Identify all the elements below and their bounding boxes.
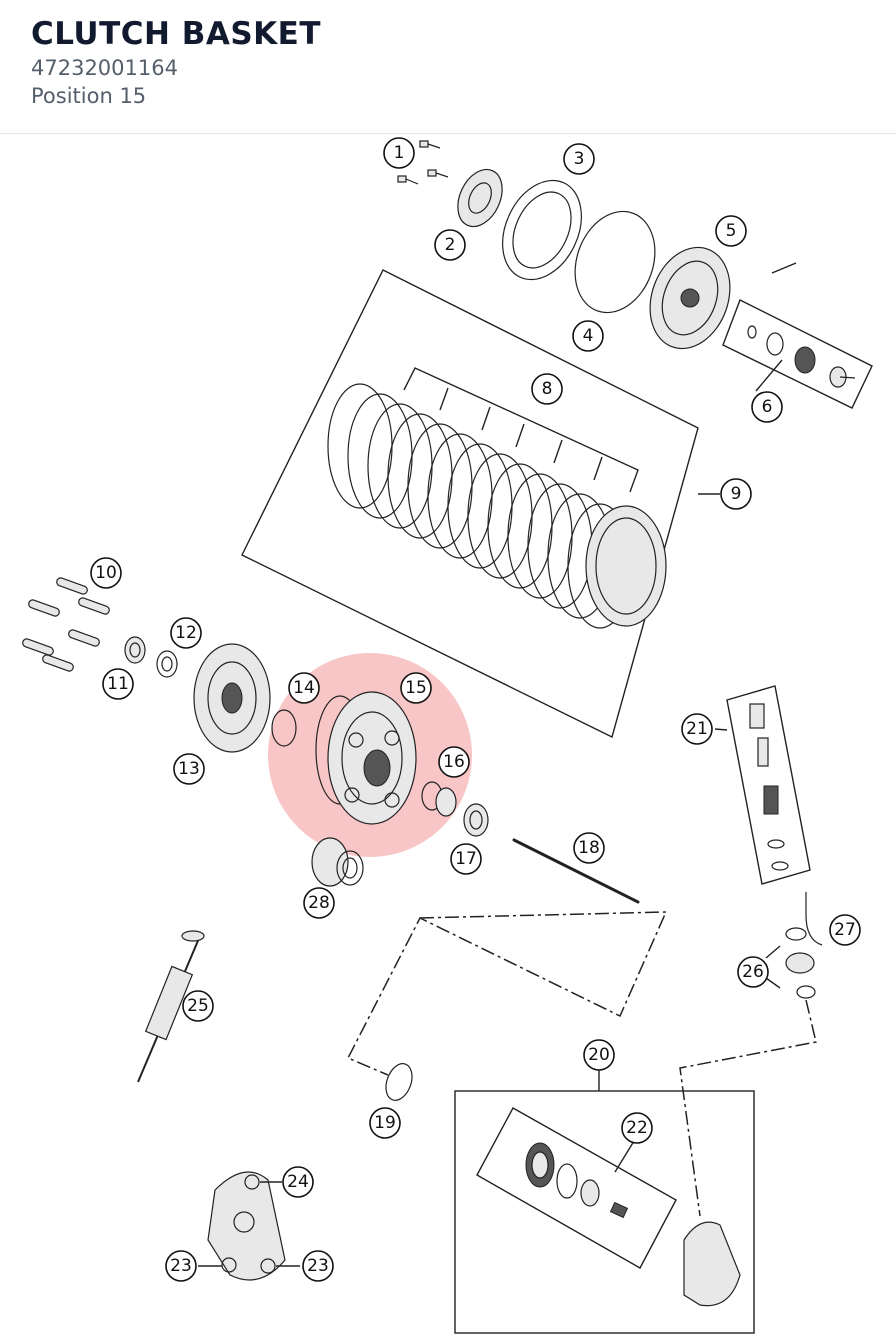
svg-text:14: 14 [293, 678, 315, 698]
part-clutch-basket[interactable] [315, 691, 417, 825]
callout-26[interactable]: 26 [737, 956, 769, 988]
svg-text:6: 6 [762, 397, 773, 417]
exploded-diagram: 1 2 3 4 5 6 8 9 10 11 12 13 14 15 16 17 … [0, 134, 896, 1335]
callout-14[interactable]: 14 [288, 672, 320, 704]
part-banjo-fitting[interactable] [785, 892, 823, 999]
callout-16[interactable]: 16 [438, 746, 470, 778]
svg-text:10: 10 [95, 563, 117, 583]
svg-text:21: 21 [686, 719, 708, 739]
svg-text:22: 22 [626, 1118, 648, 1138]
callout-21[interactable]: 21 [681, 713, 713, 745]
part-slave-cylinder[interactable] [454, 1066, 755, 1334]
part-thrust-washer[interactable] [271, 709, 297, 747]
part-primary-gear[interactable] [311, 837, 364, 887]
callout-13[interactable]: 13 [173, 753, 205, 785]
part-number: 47232001164 [31, 56, 178, 80]
svg-text:17: 17 [455, 849, 477, 869]
part-syringe[interactable] [137, 930, 205, 1083]
svg-text:25: 25 [187, 996, 209, 1016]
svg-text:11: 11 [107, 674, 129, 694]
part-lock-washer[interactable] [156, 650, 178, 678]
callout-23-left[interactable]: 23 [165, 1250, 197, 1282]
svg-text:2: 2 [445, 235, 456, 255]
part-needle-bushing[interactable] [421, 781, 457, 817]
part-bearing-kit[interactable] [722, 299, 873, 409]
part-cover[interactable] [207, 1171, 286, 1281]
part-bushing[interactable] [463, 803, 489, 837]
svg-text:19: 19 [374, 1113, 396, 1133]
callout-17[interactable]: 17 [450, 843, 482, 875]
callout-15[interactable]: 15 [400, 672, 432, 704]
svg-text:5: 5 [726, 221, 737, 241]
callout-8[interactable]: 8 [531, 373, 563, 405]
part-push-rod[interactable] [512, 838, 640, 904]
position-label: Position 15 [31, 84, 147, 108]
callout-4[interactable]: 4 [572, 320, 604, 352]
callout-12[interactable]: 12 [170, 617, 202, 649]
part-bleeder-kit[interactable] [726, 685, 811, 885]
callout-5[interactable]: 5 [715, 215, 747, 247]
part-pins[interactable] [22, 577, 111, 672]
callout-20[interactable]: 20 [583, 1039, 615, 1071]
part-nut[interactable] [124, 636, 146, 664]
routing-line-right [679, 999, 817, 1217]
svg-text:20: 20 [588, 1045, 610, 1065]
svg-text:24: 24 [287, 1172, 309, 1192]
callout-25[interactable]: 25 [182, 990, 214, 1022]
svg-text:27: 27 [834, 920, 856, 940]
part-pressure-plate[interactable] [637, 236, 744, 360]
svg-text:9: 9 [731, 484, 742, 504]
callout-11[interactable]: 11 [102, 668, 134, 700]
part-o-ring-small[interactable] [381, 1060, 417, 1104]
callout-2[interactable]: 2 [434, 229, 466, 261]
part-pressure-cap[interactable] [449, 162, 511, 233]
page-title: CLUTCH BASKET [31, 16, 321, 52]
part-o-ring[interactable] [562, 200, 669, 324]
svg-text:12: 12 [175, 623, 197, 643]
callout-18[interactable]: 18 [573, 832, 605, 864]
callout-22[interactable]: 22 [621, 1112, 653, 1144]
svg-text:3: 3 [574, 149, 585, 169]
svg-text:23: 23 [170, 1256, 192, 1276]
svg-text:26: 26 [742, 962, 764, 982]
svg-text:15: 15 [405, 678, 427, 698]
callout-3[interactable]: 3 [563, 143, 595, 175]
svg-text:28: 28 [308, 893, 330, 913]
callout-27[interactable]: 27 [829, 914, 861, 946]
svg-text:1: 1 [394, 143, 405, 163]
diagram-svg: 1 2 3 4 5 6 8 9 10 11 12 13 14 15 16 17 … [22, 137, 873, 1334]
callout-28[interactable]: 28 [303, 887, 335, 919]
callout-19[interactable]: 19 [369, 1107, 401, 1139]
callout-24[interactable]: 24 [282, 1166, 314, 1198]
part-inner-hub[interactable] [193, 643, 271, 753]
callout-1[interactable]: 1 [383, 137, 415, 169]
header: CLUTCH BASKET 47232001164 Position 15 [0, 0, 896, 134]
routing-line-left [346, 911, 668, 1076]
callout-9[interactable]: 9 [720, 478, 752, 510]
svg-text:16: 16 [443, 752, 465, 772]
svg-text:8: 8 [542, 379, 553, 399]
part-disc-spring[interactable] [487, 168, 596, 293]
callout-6[interactable]: 6 [751, 391, 783, 423]
svg-text:13: 13 [178, 759, 200, 779]
part-clutch-disc-set[interactable] [241, 269, 699, 739]
part-bolts[interactable] [397, 140, 449, 185]
svg-text:4: 4 [583, 326, 594, 346]
callout-23-right[interactable]: 23 [302, 1250, 334, 1282]
callout-10[interactable]: 10 [90, 557, 122, 589]
svg-text:18: 18 [578, 838, 600, 858]
svg-text:23: 23 [307, 1256, 329, 1276]
